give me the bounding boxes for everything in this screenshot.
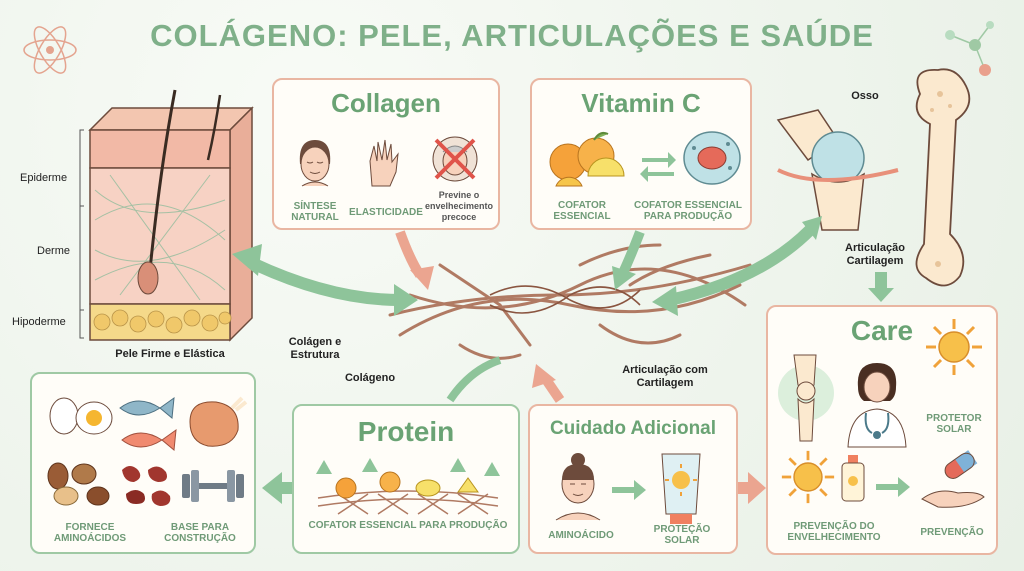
orange-icon: [549, 131, 625, 187]
structure-label: Colágen e Estrutura: [288, 336, 342, 361]
vitamin-c-title: Vitamin C: [581, 88, 701, 118]
nuts-icon: [47, 462, 110, 506]
page-title: COLÁGENO: PELE, ARTICULAÇÕES E SAÚDE: [150, 18, 874, 53]
additional-care-item-1: AMINOÁCIDO: [548, 530, 614, 541]
sun-icon: [781, 450, 835, 504]
collagen-item-3: Previne o envelhecimento precoce: [424, 190, 494, 222]
exchange-arrows-icon: [640, 152, 676, 182]
care-title: Care: [850, 315, 914, 346]
doctor-icon: [847, 363, 907, 448]
knee-icon: [776, 109, 899, 231]
chicken-icon: [189, 396, 248, 447]
sunscreen-icon: [661, 453, 701, 524]
additional-care-box: Cuidado Adicional AMINOÁCIDO PROTEÇÃO SO…: [528, 404, 738, 554]
layer-label-derme: Derme: [37, 245, 71, 257]
collagen-fiber: [388, 243, 752, 360]
fiber-label: Colágeno: [344, 372, 396, 384]
fish-icon: [119, 396, 177, 451]
aged-face-icon: [432, 136, 478, 182]
collagen-title: Collagen: [331, 88, 441, 118]
joint-label: Articulação Cartilagem: [845, 242, 905, 267]
layer-label-epiderme: Epiderme: [20, 172, 68, 184]
additional-care-item-2: PROTEÇÃO SOLAR: [653, 524, 711, 546]
collagen-box: Collagen SÍNTESE NATURAL ELASTICIDADE Pr…: [272, 78, 500, 230]
atom-icon: [23, 26, 77, 74]
dumbbell-icon: [182, 470, 244, 502]
layer-label-hipoderme: Hipoderme: [12, 316, 66, 328]
knee-joint-icon: [778, 354, 834, 442]
hand-icon: [369, 139, 399, 187]
vitamin-c-box: Vitamin C COFATOR ESSENCIAL COFATOR ESSE…: [530, 78, 752, 230]
sunscreen-icon: [841, 455, 865, 502]
arrow-icon: [612, 480, 646, 500]
protein-box: Protein COFATOR ESSENCIAL PARA PRODUÇÃO: [292, 404, 520, 554]
foods-item-1: FORNECE AMINOÁCIDOS: [53, 522, 127, 544]
capsule-icon: [921, 450, 985, 508]
vitamin-c-item-2: COFATOR ESSENCIAL PARA PRODUÇÃO: [634, 200, 742, 222]
care-item-1: PREVENÇÃO DO ENVELHECIMENTO: [787, 521, 881, 543]
foods-box: FORNECE AMINOÁCIDOS BASE PARA CONSTRUÇÃO: [30, 372, 256, 554]
bone-label: Osso: [851, 90, 879, 102]
bone-icon: [915, 68, 971, 287]
protein-food-mesh-icon: [316, 458, 500, 515]
beans-icon: [122, 466, 171, 506]
skin-cross-section: [88, 89, 254, 342]
protein-title: Protein: [357, 416, 455, 447]
egg-icon: [49, 397, 113, 435]
molecule-icon: [945, 21, 994, 76]
sun-icon: [926, 319, 982, 375]
foods-item-2: BASE PARA CONSTRUÇÃO: [164, 522, 236, 544]
cell-icon: [683, 131, 741, 185]
vitamin-c-item-1: COFATOR ESSENCIAL: [553, 200, 611, 222]
additional-care-title: Cuidado Adicional: [549, 418, 717, 439]
face-icon: [299, 140, 331, 187]
care-box: Care PROTETOR SOLAR: [766, 305, 998, 555]
face-icon: [555, 453, 601, 521]
fiber-joint-label: Articulação com Cartilagem: [622, 364, 708, 389]
collagen-item-2: ELASTICIDADE: [349, 207, 423, 218]
protein-caption: COFATOR ESSENCIAL PARA PRODUÇÃO: [308, 520, 508, 531]
skin-caption: Pele Firme e Elástica: [115, 348, 225, 360]
layer-bracket: [79, 129, 84, 339]
arrow-icon: [876, 477, 910, 497]
collagen-item-1: SÍNTESE NATURAL: [291, 201, 339, 223]
care-sun-label: PROTETOR SOLAR: [926, 413, 982, 435]
care-item-2: PREVENÇÃO: [920, 527, 984, 538]
